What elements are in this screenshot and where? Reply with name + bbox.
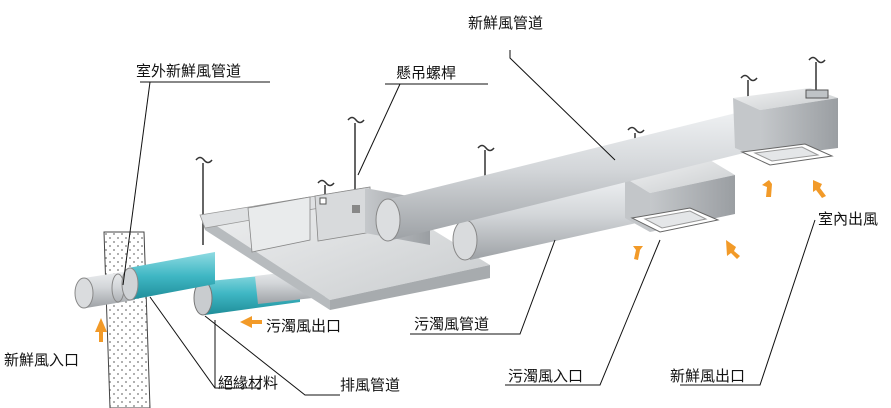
arrow-diag-icon <box>726 240 740 259</box>
arrow-up-icon <box>95 318 107 342</box>
label-dirty-air-duct: 污濁風管道 <box>414 315 489 333</box>
diagram-labels: 新鮮風管道 室外新鮮風管道 懸吊螺桿 室內出風 污濁風管道 污濁風出口 新鮮風入… <box>4 14 878 394</box>
label-indoor-outlet: 室內出風 <box>818 210 878 228</box>
outdoor-fresh-air-duct <box>74 252 215 309</box>
label-exhaust-duct: 排風管道 <box>340 376 400 394</box>
label-fresh-air-inlet: 新鮮風入口 <box>4 351 79 369</box>
arrow-diag-icon <box>762 180 772 197</box>
fresh-air-duct <box>375 112 748 242</box>
arrow-diag-icon <box>813 180 826 198</box>
label-hanging-bolt: 懸吊螺桿 <box>396 64 456 82</box>
dirty-air-inlet-box <box>625 160 735 233</box>
label-dirty-air-outlet: 污濁風出口 <box>266 317 341 335</box>
label-insulation-material: 絕緣材料 <box>218 374 278 392</box>
label-fresh-air-outlet: 新鮮風出口 <box>670 367 745 385</box>
arrow-up-icon <box>633 246 643 260</box>
airflow-arrows <box>95 180 826 342</box>
label-fresh-air-duct: 新鮮風管道 <box>468 14 543 32</box>
arrow-left-icon <box>240 316 262 328</box>
label-dirty-air-inlet: 污濁風入口 <box>508 367 583 385</box>
label-outdoor-fresh-air-duct: 室外新鮮風管道 <box>136 62 241 80</box>
dirty-air-duct <box>452 178 650 261</box>
leader-lines <box>122 50 816 396</box>
fresh-air-outlet-box <box>733 88 838 166</box>
